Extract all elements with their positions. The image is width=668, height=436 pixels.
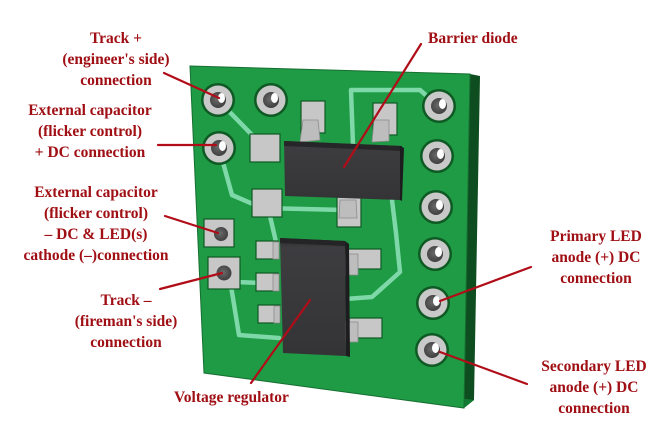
pin-track-plus (201, 83, 235, 117)
label-line: (flicker control) (43, 205, 149, 222)
label-track-plus: Track + (engineer's side) connection (40, 28, 192, 91)
leader-primary-led (438, 265, 533, 303)
label-line: connection (80, 72, 152, 89)
label-barrier-diode: Barrier diode (428, 28, 544, 49)
lead (273, 305, 281, 324)
lead (272, 241, 280, 260)
pad (251, 188, 283, 218)
label-track-minus: Track – (fireman's side) connection (56, 290, 196, 353)
label-line: – DC & LED(s) (44, 226, 148, 243)
pad (249, 133, 281, 163)
through-hole-pins (201, 83, 456, 367)
label-line: External capacitor (34, 184, 158, 201)
label-primary-led: Primary LED anode (+) DC connection (534, 226, 658, 289)
pin-right-2 (420, 139, 454, 173)
lead (371, 119, 390, 143)
square-pad-holes (214, 227, 232, 281)
leader-voltage-regulator (249, 298, 312, 385)
label-line: External capacitor (28, 102, 152, 119)
label-line: Primary LED (550, 228, 642, 245)
label-line: Barrier diode (428, 30, 518, 47)
lead (272, 273, 280, 292)
lead (338, 199, 358, 219)
leader-secondary-led (438, 350, 529, 386)
label-line: connection (90, 334, 162, 351)
pin-unused (254, 83, 288, 117)
pin-secondary-led (415, 333, 449, 367)
label-line: (flicker control) (37, 123, 143, 140)
label-line: Track + (89, 30, 143, 47)
board-edge-right (464, 74, 480, 408)
pin-right-4 (418, 237, 452, 271)
label-line: Secondary LED (541, 358, 647, 375)
label-line: (fireman's side) (74, 313, 178, 330)
barrier-diode-ic (284, 141, 404, 201)
label-line: connection (558, 400, 630, 417)
label-line: anode (+) DC (551, 249, 641, 266)
diode-leads (299, 119, 390, 219)
label-external-capacitor-plus: External capacitor (flicker control) + D… (4, 100, 176, 163)
label-line: Track – (100, 292, 152, 309)
label-secondary-led: Secondary LED anode (+) DC connection (524, 356, 664, 419)
pin-primary-led (416, 286, 450, 320)
pin-right-1 (422, 89, 456, 123)
label-line: Voltage regulator (174, 389, 289, 406)
lead (299, 119, 321, 143)
voltage-regulator-ic (280, 238, 350, 357)
pin-right-3 (419, 190, 453, 224)
label-line: + DC connection (34, 144, 146, 161)
pad-hole (214, 227, 228, 241)
pin-ext-cap-plus (202, 131, 236, 165)
leader-track-minus (158, 271, 224, 291)
label-external-capacitor-minus: External capacitor (flicker control) – D… (2, 182, 190, 266)
pad-square-left-bottom (207, 256, 241, 290)
trace (228, 283, 282, 341)
label-line: cathode (–)connection (23, 247, 169, 264)
trace (267, 213, 279, 245)
label-line: (engineer's side) (62, 51, 170, 68)
label-line: anode (+) DC (549, 379, 639, 396)
leader-ext-cap-minus (163, 214, 220, 235)
label-line: connection (560, 270, 632, 287)
pad-hole (216, 265, 232, 281)
trace (342, 197, 403, 302)
label-voltage-regulator: Voltage regulator (174, 387, 324, 408)
leader-lines (156, 42, 533, 386)
leader-track-plus (162, 71, 221, 100)
leader-barrier-diode (342, 42, 423, 169)
